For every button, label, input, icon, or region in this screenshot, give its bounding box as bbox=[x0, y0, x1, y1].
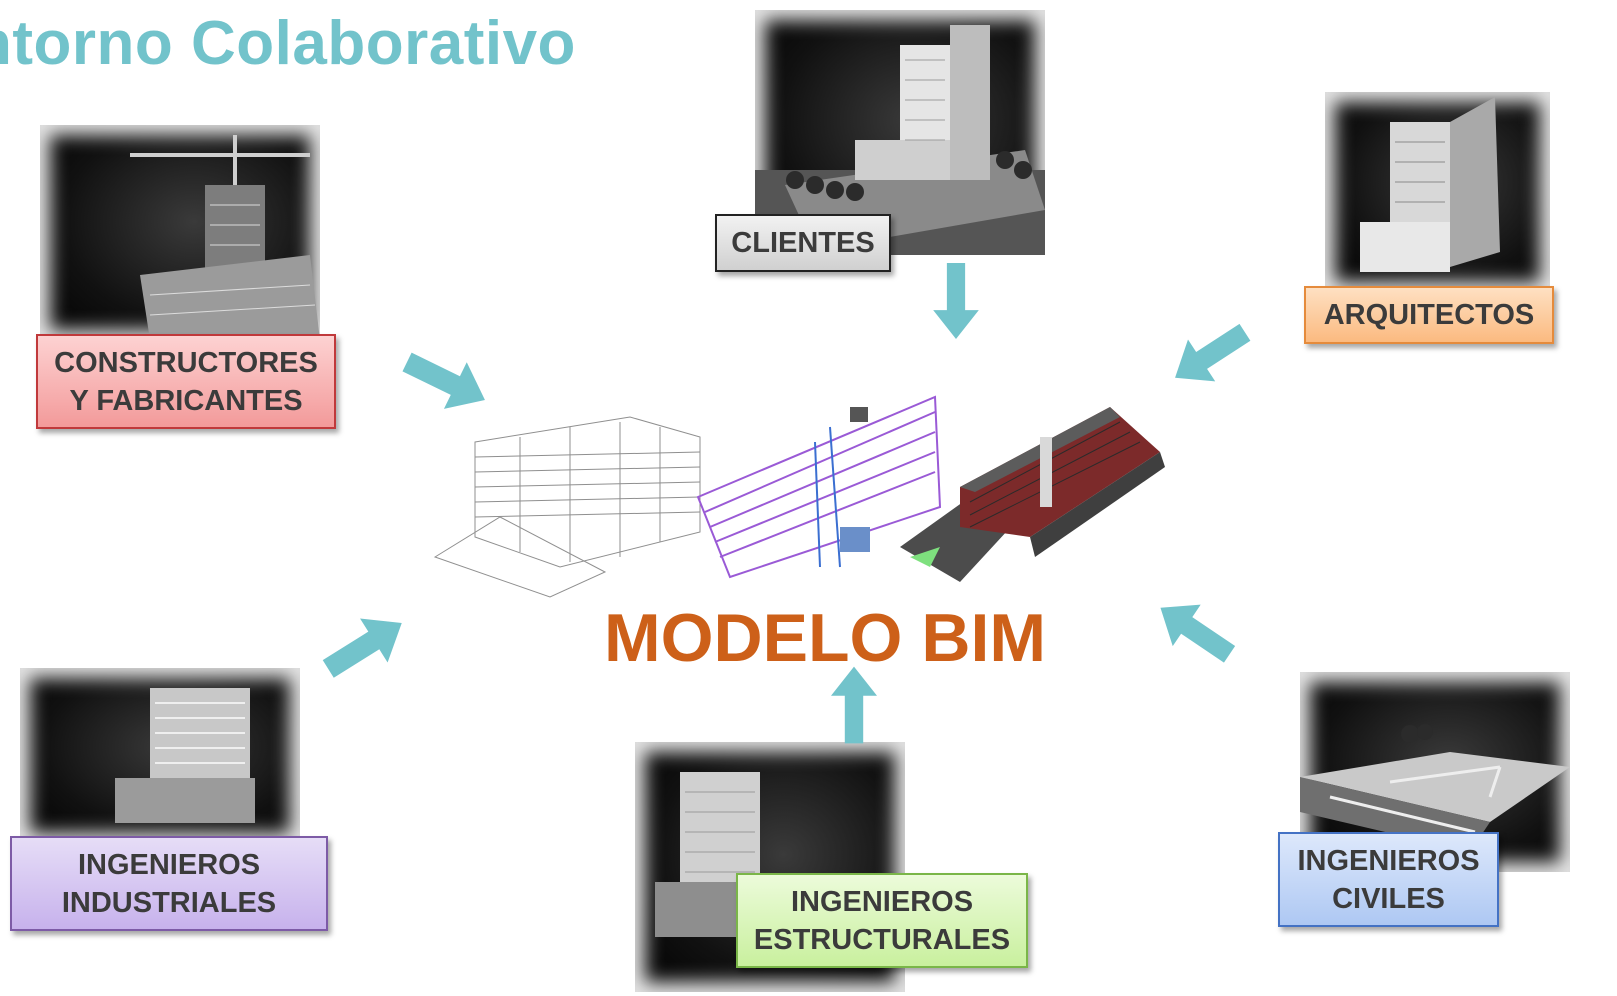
bim-model-image bbox=[433, 395, 1165, 598]
mep-model bbox=[696, 395, 942, 579]
modelo-bim-title: MODELO BIM bbox=[604, 600, 1046, 676]
industriales-label: INGENIEROS INDUSTRIALES bbox=[10, 836, 328, 931]
constructores-label: CONSTRUCTORES Y FABRICANTES bbox=[36, 334, 336, 429]
estructurales-label: INGENIEROS ESTRUCTURALES bbox=[736, 873, 1028, 968]
architectural-model bbox=[900, 407, 1165, 582]
arrow-icon bbox=[933, 263, 979, 339]
arrow-icon bbox=[1175, 323, 1251, 382]
clientes-building-image bbox=[755, 10, 1045, 255]
industriales-building-image bbox=[20, 668, 300, 843]
estructurales-label-line2: ESTRUCTURALES bbox=[753, 923, 1011, 956]
industriales-label-line2: INDUSTRIALES bbox=[61, 886, 277, 919]
wireframe-model bbox=[433, 416, 701, 598]
arrow-icon bbox=[831, 666, 877, 744]
arrow-icon bbox=[402, 352, 485, 409]
civiles-label-line2: CIVILES bbox=[1332, 882, 1445, 915]
clientes-label-line1: CLIENTES bbox=[731, 227, 875, 259]
arquitectos-building-image bbox=[1325, 92, 1550, 292]
constructores-label-line1: CONSTRUCTORES bbox=[54, 346, 318, 379]
clientes-label: CLIENTES bbox=[715, 214, 891, 272]
civiles-label-line1: INGENIEROS bbox=[1297, 844, 1480, 877]
arrow-icon bbox=[322, 618, 402, 678]
constructores-label-line2: Y FABRICANTES bbox=[69, 384, 303, 417]
civiles-label: INGENIEROS CIVILES bbox=[1278, 832, 1499, 927]
industriales-label-line1: INGENIEROS bbox=[77, 848, 261, 881]
arrow-icon bbox=[1160, 604, 1236, 663]
arquitectos-label-line1: ARQUITECTOS bbox=[1323, 299, 1535, 331]
page-title: ntorno Colaborativo bbox=[0, 9, 576, 78]
arquitectos-label: ARQUITECTOS bbox=[1304, 286, 1554, 344]
constructores-crane-image bbox=[40, 125, 320, 340]
estructurales-label-line1: INGENIEROS bbox=[790, 885, 974, 918]
